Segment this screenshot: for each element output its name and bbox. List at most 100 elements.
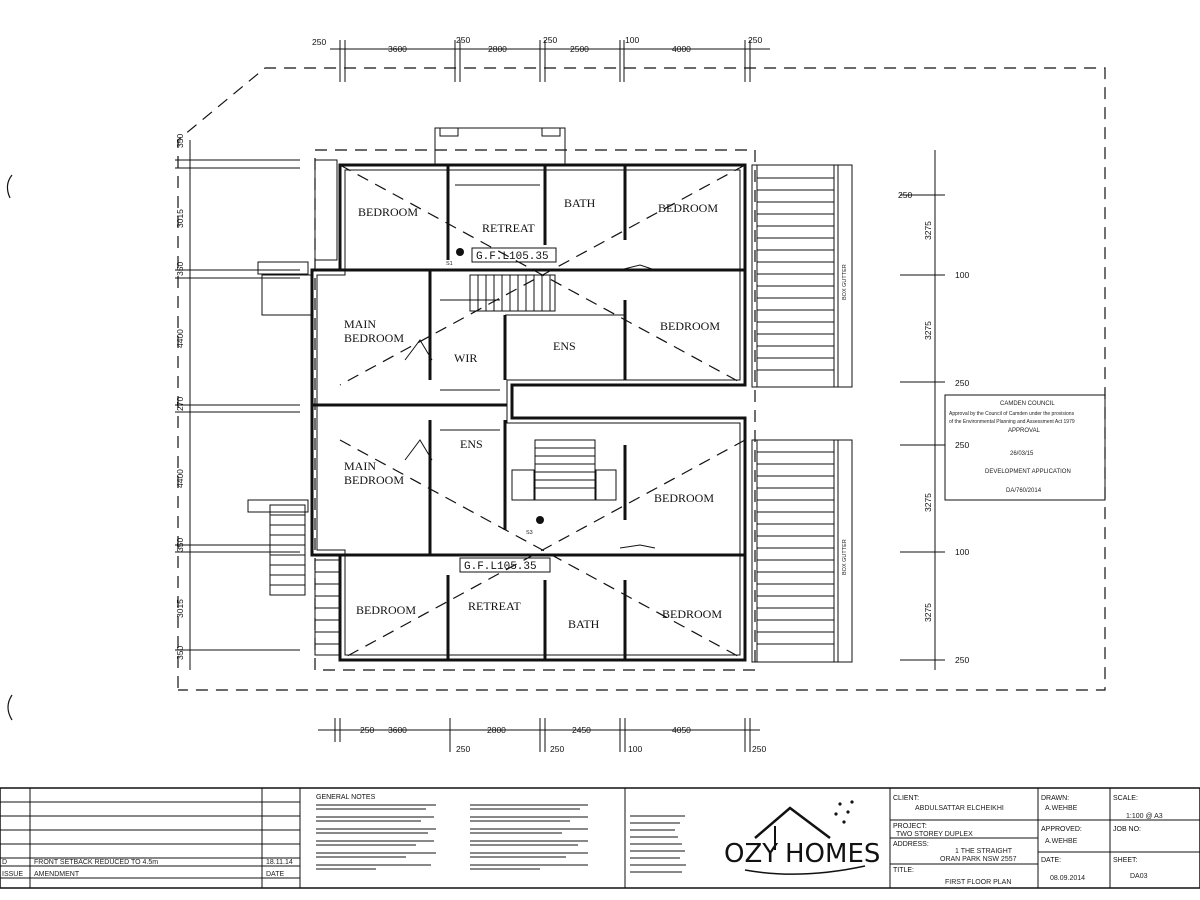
roof-deck-bottom: BOX GUTTER [751, 439, 853, 663]
gutter-label-top: BOX GUTTER [842, 264, 848, 300]
left-dimension-string: 350 3015 350 4400 270 4400 350 3015 350 [175, 134, 300, 670]
company-contact-text [630, 815, 686, 873]
stamp-line-2: Approval by the Council of Camden under … [949, 411, 1075, 417]
level-marker-top: G.F.L105.35 S1 [446, 247, 557, 267]
left-dim-0: 350 [175, 134, 185, 148]
date-label: DATE: [1041, 857, 1061, 864]
left-dim-2: 350 [175, 262, 185, 276]
revision-header-date: DATE [266, 871, 284, 878]
left-dim-6: 350 [175, 538, 185, 552]
left-dim-7: 3015 [175, 599, 185, 618]
bottom-dim-3: 2450 [572, 725, 591, 735]
revision-d-id: D [2, 859, 7, 866]
right-dim-0: 3275 [923, 221, 933, 240]
date-value: 08.09.2014 [1050, 875, 1085, 882]
right-dim-8: 3275 [923, 603, 933, 622]
gutter-label-bottom: BOX GUTTER [842, 539, 848, 575]
top-dim-0: 250 [312, 37, 326, 47]
stamp-line-3: of the Environmental Planning and Assess… [949, 419, 1075, 425]
top-dim-2: 250 [456, 35, 470, 45]
right-label-0: 250 [898, 190, 912, 200]
right-label-3: 250 [955, 440, 969, 450]
external-walls [247, 127, 747, 662]
scale-value: 1:100 @ A3 [1126, 813, 1163, 820]
stamp-line-6: DEVELOPMENT APPLICATION [985, 469, 1071, 475]
room-main-bedroom-bottom-line1: MAIN [344, 459, 376, 473]
top-dim-5: 2500 [570, 44, 589, 54]
project-label: PROJECT: [893, 823, 927, 830]
address-label: ADDRESS: [893, 841, 929, 848]
council-approval-stamp: CAMDEN COUNCIL Approval by the Council o… [944, 394, 1106, 501]
right-label-1: 100 [955, 270, 969, 280]
right-dimension-string: 250 100 250 250 100 250 3275 3275 3275 3… [898, 150, 969, 670]
drawn-label: DRAWN: [1041, 795, 1069, 802]
top-dim-6: 100 [625, 35, 639, 45]
room-main-bedroom-top-line1: MAIN [344, 317, 376, 331]
bottom-dim-2: 2800 [487, 725, 506, 735]
top-dim-3: 2800 [488, 44, 507, 54]
general-notes-title: GENERAL NOTES [316, 794, 376, 801]
stairs-bottom [511, 439, 617, 501]
left-dim-5: 4400 [175, 469, 185, 488]
right-label-4: 100 [955, 547, 969, 557]
bottom-dim-5: 250 [456, 744, 470, 754]
left-dim-1: 3015 [175, 209, 185, 228]
stairs-side [269, 504, 341, 656]
bottom-dim-7: 100 [628, 744, 642, 754]
room-retreat-bottom: RETREAT [468, 599, 521, 613]
bottom-dimension-string: 250 3600 2800 2450 4050 250 250 100 250 [318, 718, 766, 754]
left-dim-4: 270 [175, 397, 185, 411]
client-value: ABDULSATTAR ELCHEIKHI [915, 805, 1004, 812]
revision-header-issue: ISSUE [2, 871, 23, 878]
room-bedroom-bottom-right: BEDROOM [662, 607, 722, 621]
address-value-1: 1 THE STRAIGHT [955, 848, 1013, 855]
revision-d-date: 18.11.14 [266, 859, 293, 866]
logo-homes: HOMES [785, 839, 880, 869]
internal-walls [312, 165, 745, 660]
bottom-dim-6: 250 [550, 744, 564, 754]
address-value-2: ORAN PARK NSW 2557 [940, 856, 1017, 863]
stairs-top [469, 274, 556, 312]
roof-deck-top: BOX GUTTER [751, 164, 853, 388]
top-dimension-string: 250 3600 250 2800 250 2500 100 4000 250 [312, 35, 770, 82]
left-dim-8: 350 [175, 646, 185, 660]
room-wir: WIR [454, 351, 477, 365]
approved-label: APPROVED: [1041, 826, 1082, 833]
level-ref-top: S1 [446, 261, 453, 267]
project-value: TWO STOREY DUPLEX [896, 831, 973, 838]
top-dim-7: 4000 [672, 44, 691, 54]
room-bath-bottom: BATH [568, 617, 600, 631]
right-label-2: 250 [955, 378, 969, 388]
drawn-value: A.WEHBE [1045, 805, 1078, 812]
left-dim-3: 4400 [175, 329, 185, 348]
right-dim-3: 3275 [923, 321, 933, 340]
room-labels: BEDROOM RETREAT BATH BEDROOM MAIN BEDROO… [344, 196, 722, 631]
room-bedroom-mid-right: BEDROOM [660, 319, 720, 333]
level-marker-bottom: G.F.L105.35 S3 [459, 516, 551, 573]
level-label-top: G.F.L105.35 [476, 251, 549, 263]
top-dim-8: 250 [748, 35, 762, 45]
revision-header-desc: AMENDMENT [34, 871, 80, 878]
bottom-dim-8: 250 [752, 744, 766, 754]
revision-d-desc: FRONT SETBACK REDUCED TO 4.5m [34, 859, 158, 866]
client-label: CLIENT: [893, 795, 919, 802]
room-ens-top: ENS [553, 339, 576, 353]
level-label-bottom: G.F.L105.35 [464, 561, 537, 573]
bottom-dim-1: 3600 [388, 725, 407, 735]
scale-label: SCALE: [1113, 795, 1138, 802]
sheet-value: DA03 [1130, 873, 1148, 880]
room-bath-top: BATH [564, 196, 596, 210]
stamp-line-4: APPROVAL [1008, 428, 1041, 434]
room-retreat-top: RETREAT [482, 221, 535, 235]
room-bedroom-bottom-left: BEDROOM [356, 603, 416, 617]
room-bedroom-lower-right: BEDROOM [654, 491, 714, 505]
top-dim-1: 3600 [388, 44, 407, 54]
bottom-dim-4: 4050 [672, 725, 691, 735]
stamp-line-1: CAMDEN COUNCIL [1000, 401, 1055, 407]
approved-value: A.WEHBE [1045, 838, 1078, 845]
title-block: D FRONT SETBACK REDUCED TO 4.5m 18.11.14… [0, 787, 1200, 889]
top-dim-4: 250 [543, 35, 557, 45]
sheet-label: SHEET: [1113, 857, 1138, 864]
